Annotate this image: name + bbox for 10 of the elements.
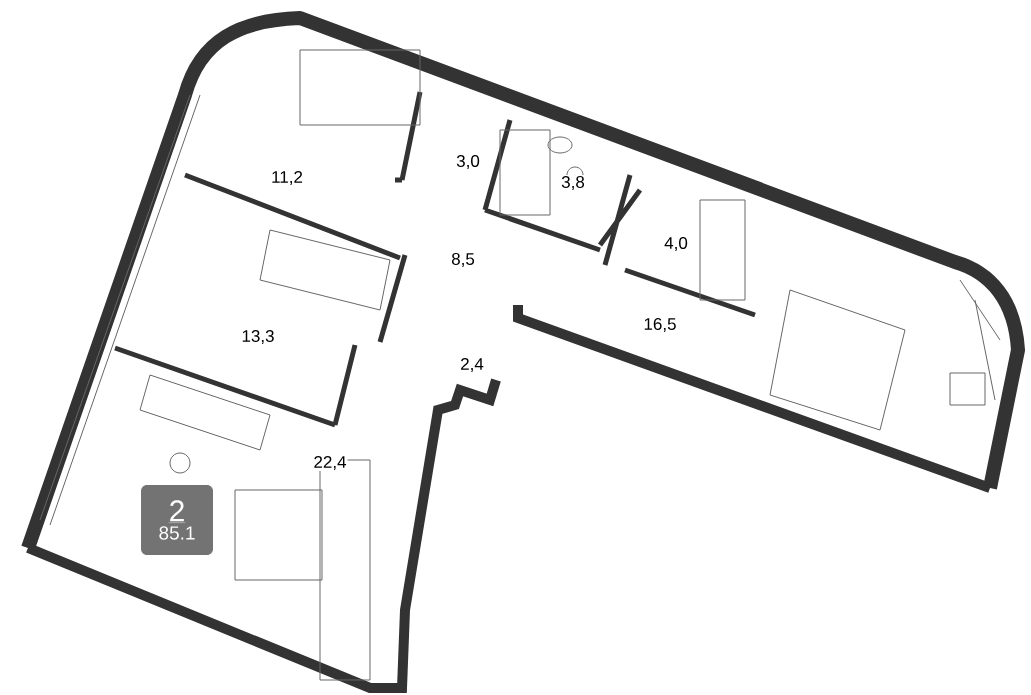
- room-area-label: 11,2: [270, 169, 304, 186]
- room-area-label: 22,4: [312, 454, 348, 471]
- room-area-label: 2,4: [459, 356, 485, 373]
- room-area-label: 3,8: [560, 174, 586, 191]
- room-area-label: 3,0: [455, 153, 481, 170]
- room-area-label: 4,0: [663, 236, 689, 252]
- room-area-label: 13,3: [240, 328, 276, 345]
- room-area-label: 8,5: [450, 251, 476, 268]
- apartment-badge: 2 85.1: [141, 485, 213, 555]
- room-area-label: 16,5: [642, 316, 678, 333]
